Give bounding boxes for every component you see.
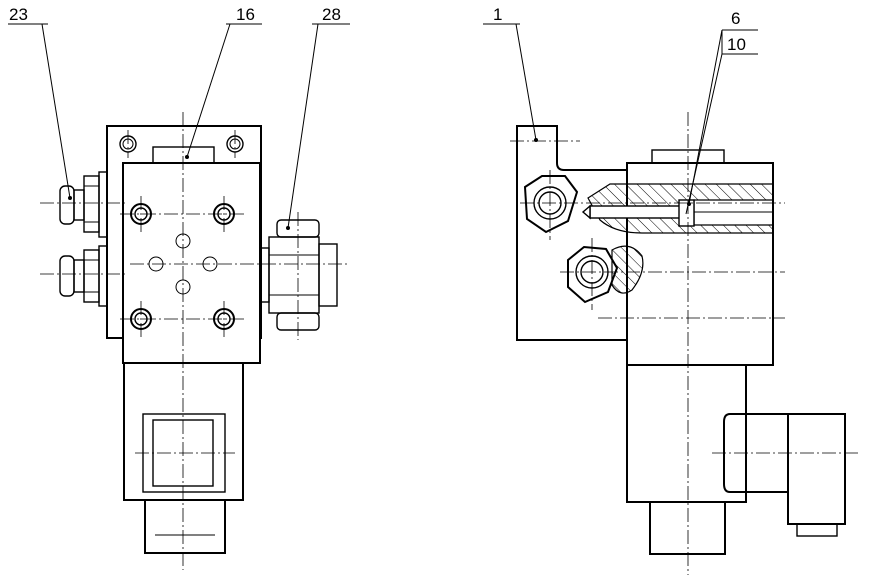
callout-1: 1 xyxy=(483,5,538,142)
solenoid-cap-right xyxy=(649,501,726,555)
solenoid-cap xyxy=(144,499,226,554)
callout-23: 23 xyxy=(8,5,72,200)
hex-nut-lower xyxy=(567,245,619,304)
bracket xyxy=(516,125,628,341)
right-view xyxy=(510,112,860,575)
callout-16: 16 xyxy=(185,5,262,159)
right-fitting xyxy=(259,219,338,331)
label-16: 16 xyxy=(236,5,255,24)
connector-body xyxy=(787,413,846,525)
label-28: 28 xyxy=(322,5,341,24)
callout-28: 28 xyxy=(286,5,350,230)
top-tab xyxy=(152,146,215,164)
connector-plug xyxy=(723,413,789,493)
left-fitting-lower xyxy=(59,245,108,307)
valve-body xyxy=(122,162,261,364)
label-23: 23 xyxy=(9,5,28,24)
left-view xyxy=(40,112,348,570)
corner-holes xyxy=(119,135,244,153)
hex-nut-upper xyxy=(523,175,579,234)
lower-lobe-hatch xyxy=(611,245,644,294)
solenoid-housing-right xyxy=(626,364,747,503)
label-1: 1 xyxy=(493,5,502,24)
label-6: 6 xyxy=(731,9,740,28)
callout-6-10: 6 10 xyxy=(685,9,758,215)
left-fitting-upper xyxy=(59,171,108,238)
label-10: 10 xyxy=(727,35,746,54)
